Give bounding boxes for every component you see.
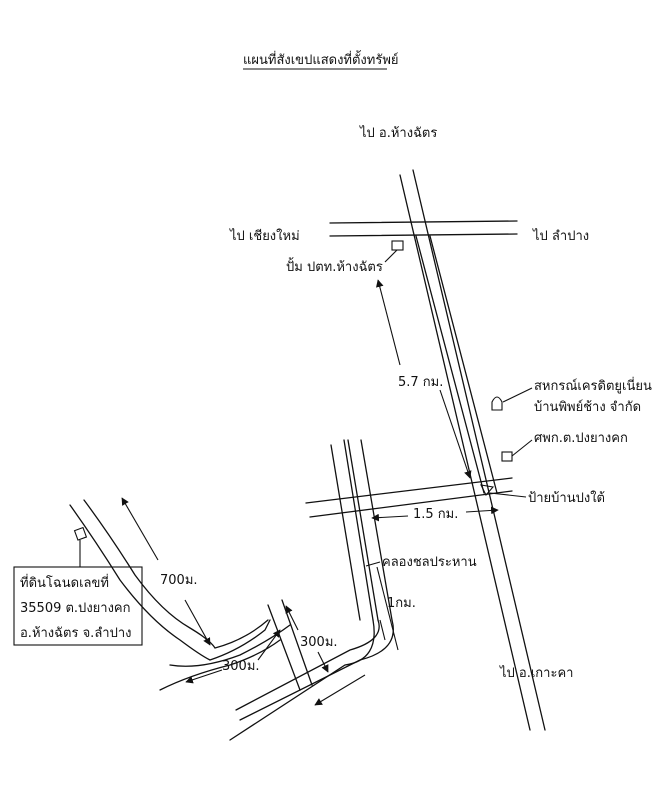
river-arrow-down bbox=[184, 599, 211, 646]
direction-west: ไป เชียงใหม่ bbox=[229, 228, 300, 244]
property-line-1: ที่ดินโฉนดเลขที่ bbox=[20, 574, 109, 591]
lane-arrow-down bbox=[317, 651, 329, 673]
cooperative-leader bbox=[502, 387, 533, 403]
canal-label: คลองชลประหาน bbox=[382, 555, 477, 570]
bank-label: ศพก.ต.ปงยางคก bbox=[534, 431, 628, 446]
bank-icon bbox=[501, 451, 513, 462]
river-distance: 700ม. bbox=[160, 573, 198, 588]
gas-station-label: ปั้ม ปตท.ห้างฉัตร bbox=[286, 257, 383, 275]
gas-station-icon bbox=[391, 240, 404, 251]
property-label-box bbox=[13, 566, 143, 646]
property-line-3: อ.ห้างฉัตร จ.ลำปาง bbox=[20, 626, 131, 641]
side-lane bbox=[267, 599, 313, 691]
lane-distance: 300ม. bbox=[300, 635, 338, 650]
south-road-arrow-low bbox=[314, 674, 366, 706]
main-road-arrow-up bbox=[376, 279, 401, 366]
cooperative-label-1: สหกรณ์เครดิตยูเนี่ยน bbox=[534, 377, 652, 394]
direction-east: ไป ลำปาง bbox=[532, 228, 589, 244]
direction-south: ไป อ.เกาะคา bbox=[499, 665, 573, 681]
river-bottom-arrow-right bbox=[257, 629, 281, 661]
bus-stop-icon bbox=[480, 484, 495, 496]
left-vertical-roads bbox=[229, 439, 394, 741]
main-road-distance: 5.7 กม. bbox=[398, 375, 443, 390]
south-road-arrow bbox=[379, 619, 386, 641]
direction-north: ไป อ.ห้างฉัตร bbox=[359, 125, 437, 141]
cross-road-distance: 1.5 กม. bbox=[413, 507, 458, 522]
river-bottom-distance: 300ม. bbox=[222, 659, 260, 674]
main-highway bbox=[399, 169, 546, 731]
gas-station-leader bbox=[384, 249, 398, 263]
south-road-distance: 1กม. bbox=[387, 596, 416, 611]
bank-leader bbox=[511, 439, 533, 457]
bus-stop-leader bbox=[489, 492, 527, 498]
main-road-arrow-down bbox=[439, 389, 472, 479]
canal-leader bbox=[365, 561, 381, 567]
branch-road bbox=[415, 235, 498, 494]
map-title: แผนที่สังเขปแสดงที่ตั้งทรัพย์ bbox=[243, 50, 399, 68]
bus-stop-label: ป้ายบ้านปงใต้ bbox=[528, 490, 605, 506]
property-line-2: 35509 ต.ปงยางคก bbox=[20, 601, 131, 616]
river-arrow-up bbox=[121, 497, 159, 561]
top-crossroad bbox=[329, 220, 518, 237]
cooperative-icon bbox=[491, 396, 503, 411]
lane-arrow-up bbox=[285, 605, 299, 631]
canal-line bbox=[376, 566, 399, 651]
cooperative-label-2: บ้านพิพย์ช้าง จำกัด bbox=[534, 399, 641, 415]
river-bottom-arrow-left bbox=[185, 669, 223, 684]
property-marker bbox=[73, 526, 88, 541]
cross-road-arrow-right bbox=[465, 506, 499, 515]
cross-road-arrow-left bbox=[371, 513, 409, 522]
